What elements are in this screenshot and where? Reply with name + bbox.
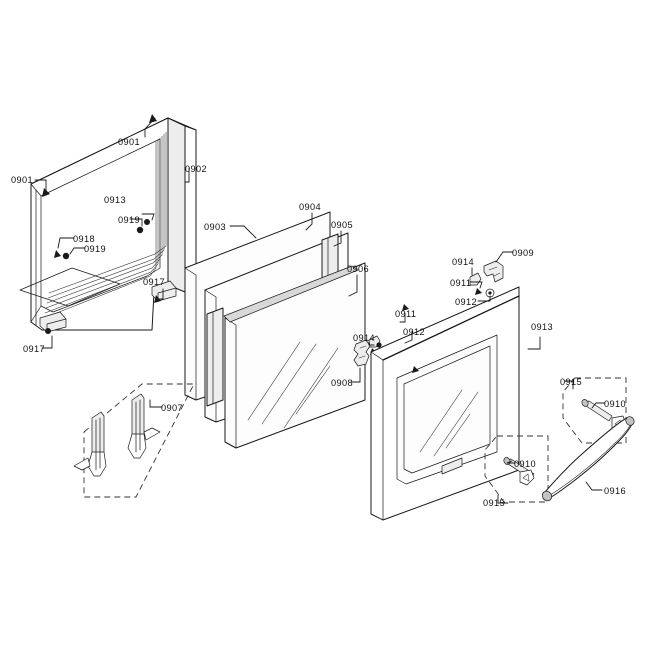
leader-0906 [348, 274, 358, 297]
fastener-0911-right-head [475, 288, 482, 295]
label-0910-right: 0910 [604, 399, 626, 409]
glass-top-trim [223, 265, 359, 323]
label-0919-b: 0919 [118, 215, 140, 225]
door-hinge-left [73, 411, 107, 477]
leader-0911-right [469, 281, 483, 289]
leader-0902 [184, 167, 190, 183]
label-0901-top: 0901 [118, 137, 140, 147]
leader-0904 [305, 212, 313, 231]
door-handle-bar [541, 416, 635, 502]
label-0916: 0916 [604, 486, 626, 496]
label-0914-left: 0914 [353, 333, 375, 343]
leader-0919-b [129, 218, 143, 227]
handle-inset-left-boundary [484, 435, 549, 503]
leader-0916 [585, 481, 603, 491]
label-0915-right: 0915 [560, 377, 582, 387]
label-0903: 0903 [204, 222, 226, 232]
callout-arrow-0901-left [42, 188, 50, 197]
hinge-inset-boundary [83, 383, 195, 498]
leader-0905 [333, 230, 342, 247]
label-0901-left: 0901 [11, 175, 33, 185]
panel-corner-mark-top [402, 304, 409, 311]
glass-panel-stack [184, 211, 395, 449]
leader-0913-panel [527, 336, 541, 350]
leader-0908 [351, 367, 361, 383]
handle-inset-right-boundary [562, 377, 627, 444]
label-0910-left: 0910 [514, 459, 536, 469]
part-labels: 0901 0901 0902 0903 0904 0905 0906 0907 … [11, 137, 626, 508]
label-0909: 0909 [512, 248, 534, 258]
leader-0917-bottom [41, 335, 53, 349]
label-0906: 0906 [347, 264, 369, 274]
leader-0903 [229, 225, 257, 239]
label-0917-mid: 0917 [143, 277, 165, 287]
label-0915-left: 0915 [483, 498, 505, 508]
label-0907: 0907 [161, 403, 183, 413]
leader-0901-top [144, 117, 156, 138]
label-0908: 0908 [331, 378, 353, 388]
label-0902: 0902 [185, 164, 207, 174]
door-window-inner [403, 345, 491, 474]
frame-section-plane [19, 267, 121, 307]
leader-0917-mid [156, 288, 164, 300]
leader-0915-right [564, 380, 574, 390]
leader-0919-a [69, 247, 86, 255]
label-0917-bottom: 0917 [23, 344, 45, 354]
label-0914-right: 0914 [452, 257, 474, 267]
fastener-0917-head-lower [45, 328, 51, 334]
fastener-0913-stud [144, 219, 150, 225]
label-0918: 0918 [73, 234, 95, 244]
leader-0901-left [34, 179, 47, 191]
leader-0911-left [399, 312, 406, 323]
leader-0914-left [368, 341, 375, 346]
label-0913-frame: 0913 [104, 195, 126, 205]
leader-0912-right [477, 295, 491, 302]
door-outer-frame-assembly [19, 114, 197, 334]
panel-corner-mark-inner [412, 366, 419, 373]
door-window-reflections [419, 389, 479, 457]
handle-cap-left [519, 469, 535, 486]
hinge-detail-inset [73, 383, 195, 498]
leader-0910-right [591, 402, 606, 409]
leader-0910-left [506, 460, 516, 464]
callout-arrow-0901-top [149, 114, 157, 123]
door-front-panel-assembly [370, 260, 520, 521]
door-latch-plate [441, 457, 463, 475]
leader-0912-left [404, 330, 413, 344]
leader-0913-frame [141, 213, 155, 221]
door-panel-top-bevel [382, 295, 520, 361]
leader-0918 [57, 237, 75, 249]
label-0919-a: 0919 [84, 244, 106, 254]
door-hinge-right [127, 393, 161, 459]
leader-0907 [149, 399, 163, 408]
fastener-0919-stud-a [136, 226, 144, 234]
leader-0915-left [497, 494, 509, 504]
frame-side-face [167, 117, 186, 293]
label-0911-right: 0911 [450, 278, 471, 288]
label-0904: 0904 [299, 202, 321, 212]
fastener-0919-stud-b [62, 252, 70, 260]
fastener-0911-left [376, 342, 382, 348]
door-clip-0909 [483, 260, 504, 283]
label-0905: 0905 [331, 220, 353, 230]
leader-lines [34, 117, 606, 504]
label-0912-right: 0912 [455, 297, 477, 307]
door-gasket-seal [43, 131, 167, 319]
fastener-0918-head [54, 250, 61, 258]
label-0913-panel: 0913 [531, 322, 553, 332]
leader-0909 [495, 251, 514, 263]
handle-hardware-insets [484, 377, 635, 503]
washer-0912-right-hole [488, 291, 492, 295]
handle-screw-right [581, 399, 613, 422]
label-0911-left: 0911 [395, 309, 416, 319]
label-0912-left: 0912 [403, 327, 425, 337]
